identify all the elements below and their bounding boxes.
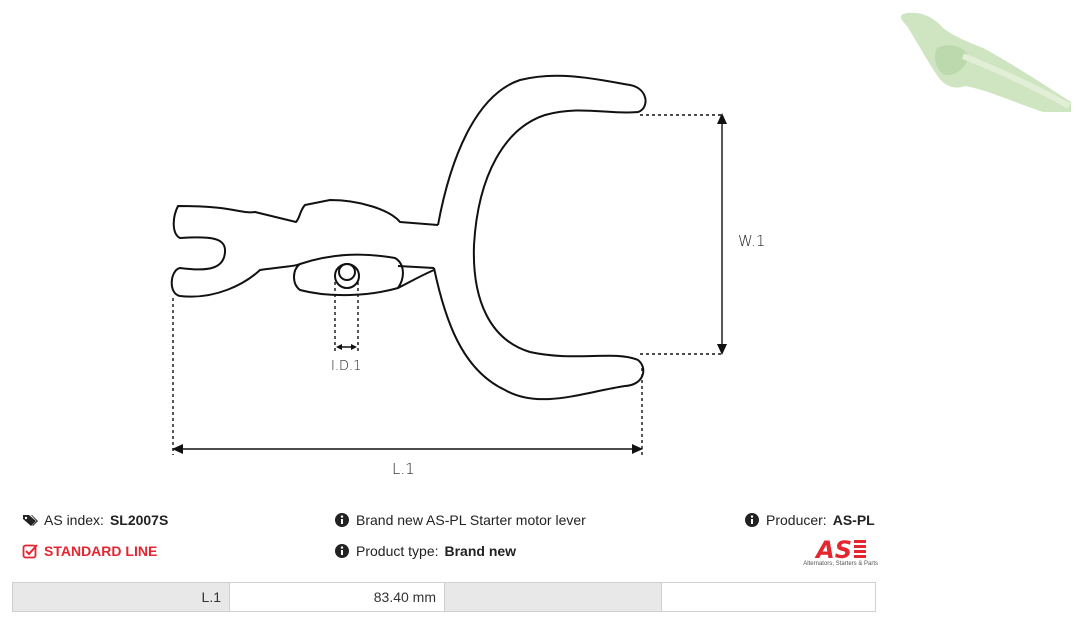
as-logo: AS [814, 536, 866, 564]
product-thumbnail[interactable] [893, 6, 1073, 116]
spec-value [661, 582, 876, 612]
dimension-label-w1: W.1 [738, 232, 765, 250]
logo-mark-text: AS [814, 536, 852, 564]
description-text: Brand new AS-PL Starter motor lever [356, 512, 586, 528]
info-icon [335, 513, 349, 527]
product-type-value: Brand new [444, 543, 517, 559]
info-icon [335, 544, 349, 558]
product-type-label: Product type: [356, 543, 439, 559]
spec-key: L.1 [12, 582, 230, 612]
spec-key [444, 582, 662, 612]
as-index-value: SL2007S [109, 512, 169, 528]
dimension-lines [172, 114, 723, 455]
logo-subtitle: Alternators, Starters & Parts [803, 561, 878, 567]
producer-label: Producer: [766, 512, 827, 528]
standard-line-row: STANDARD LINE [22, 543, 157, 559]
product-diagram: W.1 L.1 I.D.1 [170, 74, 765, 478]
description-row: Brand new AS-PL Starter motor lever [334, 512, 586, 528]
spec-table: L.1 83.40 mm [12, 582, 876, 612]
info-icon [745, 513, 759, 527]
producer-value: AS-PL [832, 512, 875, 528]
producer-row: Producer: AS-PL [744, 512, 875, 528]
tags-icon [23, 515, 38, 526]
dimension-arrows [172, 113, 727, 454]
checkbox-checked-icon [22, 544, 38, 559]
as-index-label: AS index: [44, 512, 104, 528]
dimension-label-l1: L.1 [392, 460, 415, 478]
table-row: L.1 83.40 mm [12, 582, 876, 612]
spec-value: 83.40 mm [229, 582, 445, 612]
dimension-label-id1: I.D.1 [331, 359, 361, 374]
as-index-row: AS index: SL2007S [22, 512, 168, 528]
standard-line-label: STANDARD LINE [44, 543, 158, 559]
product-type-row: Product type: Brand new [334, 543, 516, 559]
lever-outline [170, 74, 647, 401]
